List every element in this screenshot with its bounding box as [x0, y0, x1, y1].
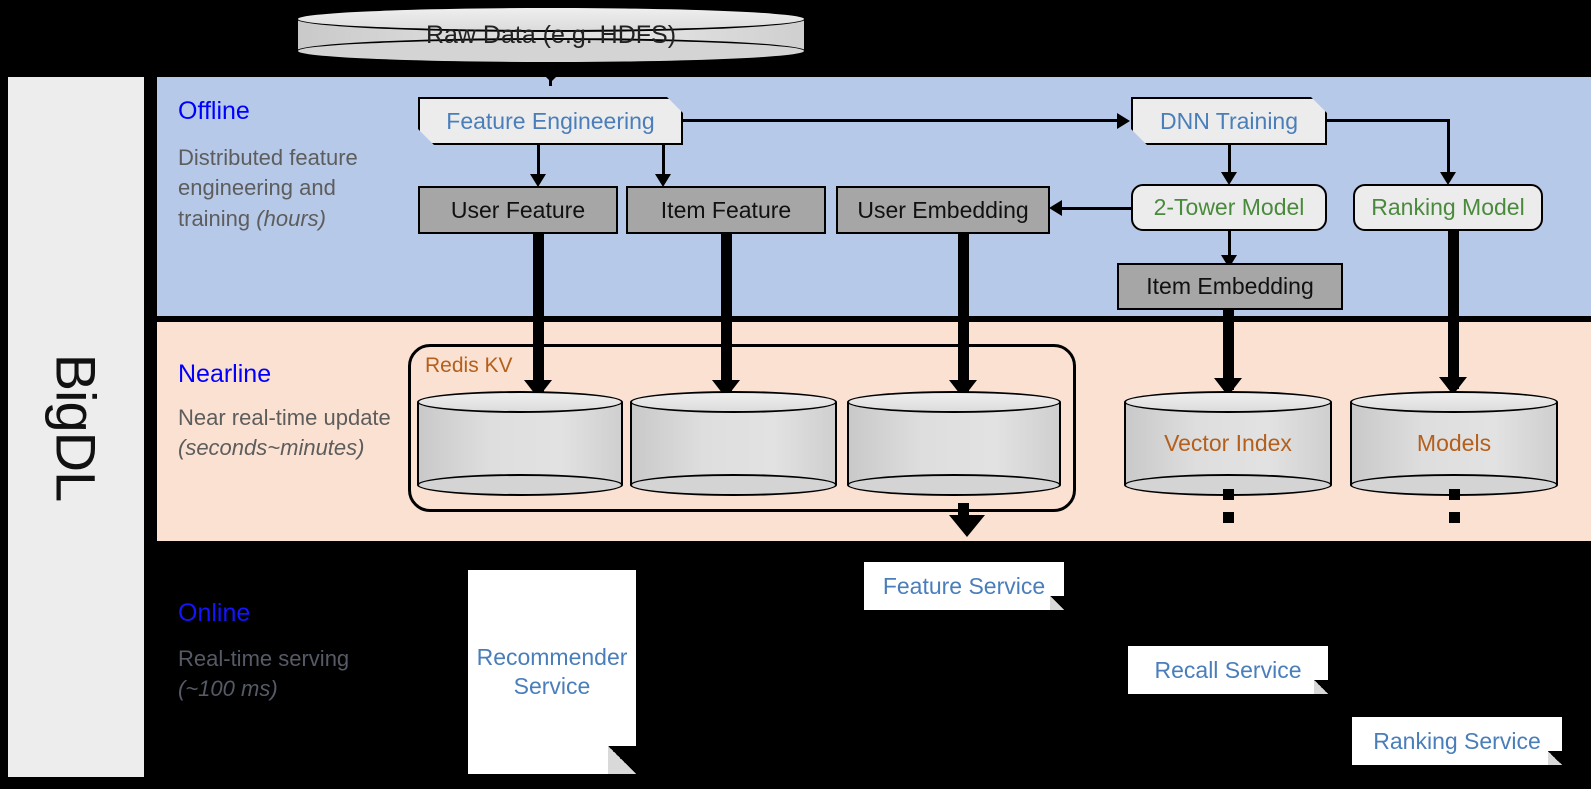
service-feature-label: Feature Service	[882, 572, 1046, 599]
node-item-embedding-label: Item Embedding	[1146, 273, 1314, 299]
raw-data-bottom-ellipse	[296, 38, 806, 64]
page-fold-icon	[1548, 751, 1562, 765]
edge-twotower-itemembedding	[1228, 231, 1231, 261]
node-item-feature-label: Item Feature	[660, 196, 792, 223]
band-offline-desc-main: Distributed feature engineering and trai…	[178, 145, 358, 231]
service-ranking[interactable]: Ranking Service	[1352, 717, 1562, 765]
pipe-userfeature-store	[533, 234, 544, 394]
arrowhead-twotower-userembedding	[1049, 200, 1062, 216]
band-offline-desc: Distributed feature engineering and trai…	[178, 143, 388, 234]
store-vector-index: Vector Index	[1124, 391, 1332, 496]
service-feature[interactable]: Feature Service	[864, 562, 1064, 610]
store-item-feature-top	[630, 391, 837, 413]
service-recommender-label: Recommender Service	[476, 644, 628, 699]
service-recall-label: Recall Service	[1154, 656, 1302, 683]
band-nearline-desc-main: Near real-time update	[178, 405, 391, 430]
store-user-feature	[417, 391, 623, 496]
store-models-top	[1350, 391, 1558, 413]
band-online-desc-main: Real-time serving	[178, 646, 350, 671]
bigdl-label: BigDL	[44, 353, 108, 501]
store-user-embedding-body	[847, 402, 1061, 485]
edge-twotower-userembedding	[1062, 207, 1132, 210]
raw-data-top-ellipse	[296, 6, 806, 32]
band-online-desc-em: (~100 ms)	[178, 676, 278, 702]
arrowhead-dnn-twotower	[1221, 172, 1237, 185]
arrowhead-fe-itemfeature	[655, 174, 671, 187]
band-offline-desc-em: (hours)	[256, 205, 326, 231]
service-recall[interactable]: Recall Service	[1128, 646, 1328, 694]
bigdl-framework-rail: BigDL	[8, 77, 144, 777]
store-user-feature-bottom	[417, 474, 623, 496]
store-item-feature-body	[630, 402, 837, 485]
node-2-tower-model[interactable]: 2-Tower Model	[1131, 184, 1327, 231]
store-models-body	[1350, 402, 1558, 485]
pipe-userembedding-store	[958, 234, 969, 394]
store-models: Models	[1350, 391, 1558, 496]
bigdl-label-wrap: BigDL	[8, 77, 144, 777]
node-dnn-training[interactable]: DNN Training	[1131, 97, 1327, 145]
raw-data-store: Raw Data (e.g. HDFS)	[296, 6, 806, 64]
node-item-embedding[interactable]: Item Embedding	[1117, 263, 1343, 310]
page-fold-icon	[1314, 680, 1328, 694]
band-nearline-title: Nearline	[178, 360, 272, 388]
store-user-embedding-top	[847, 391, 1061, 413]
store-models-label: Models	[1416, 430, 1492, 456]
band-online-desc: Real-time serving (~100 ms)	[178, 644, 378, 705]
pipe-itemfeature-store	[721, 234, 732, 394]
node-user-feature-label: User Feature	[450, 196, 586, 223]
node-feature-engineering-label: Feature Engineering	[446, 107, 655, 134]
node-user-embedding-label: User Embedding	[857, 196, 1029, 223]
redis-kv-label: Redis KV	[425, 354, 513, 377]
node-dnn-training-label: DNN Training	[1159, 107, 1299, 134]
stub-models-2	[1449, 512, 1460, 523]
service-ranking-label: Ranking Service	[1373, 727, 1541, 754]
band-offline-title: Offline	[178, 97, 250, 125]
edge-dnn-ranking-v	[1447, 119, 1450, 175]
arrowhead-rawdata-fe	[531, 62, 571, 82]
store-user-feature-body	[417, 402, 623, 485]
node-2-tower-model-label: 2-Tower Model	[1153, 194, 1305, 220]
stub-redis-featureservice	[958, 503, 969, 517]
edge-fe-userfeature	[537, 145, 540, 179]
store-item-feature	[630, 391, 837, 496]
node-user-feature[interactable]: User Feature	[418, 186, 618, 234]
stub-models-1	[1449, 489, 1460, 500]
store-user-embedding	[847, 391, 1061, 496]
stub-vectorindex-1	[1223, 489, 1234, 500]
band-nearline-desc: Near real-time update (seconds~minutes)	[178, 403, 408, 464]
store-vector-index-label: Vector Index	[1164, 430, 1292, 456]
redis-kv-group	[408, 344, 1076, 512]
store-vector-index-body	[1124, 402, 1332, 485]
band-online-title: Online	[178, 599, 251, 627]
pipe-rankingmodel-models	[1448, 231, 1459, 389]
node-ranking-model-label: Ranking Model	[1371, 194, 1525, 220]
edge-fe-itemfeature	[662, 145, 665, 179]
arrowhead-fe-dnn	[1117, 113, 1130, 129]
store-vector-index-top	[1124, 391, 1332, 413]
page-fold-icon	[1050, 596, 1064, 610]
edge-dnn-ranking-h	[1327, 119, 1449, 122]
edge-fe-dnn	[683, 119, 1118, 122]
service-recommender[interactable]: Recommender Service	[468, 570, 636, 774]
node-item-feature[interactable]: Item Feature	[626, 186, 826, 234]
node-feature-engineering[interactable]: Feature Engineering	[418, 97, 683, 145]
arrowhead-redis-featureservice	[949, 515, 985, 537]
edge-dnn-twotower	[1228, 145, 1231, 177]
arrowhead-fe-userfeature	[530, 174, 546, 187]
node-user-embedding[interactable]: User Embedding	[836, 186, 1050, 234]
arrowhead-dnn-ranking	[1440, 172, 1456, 185]
page-fold-icon	[608, 746, 636, 774]
stub-vectorindex-2	[1223, 512, 1234, 523]
store-item-feature-bottom	[630, 474, 837, 496]
pipe-itemembedding-vectorindex	[1223, 310, 1234, 390]
band-nearline-desc-em: (seconds~minutes)	[178, 435, 365, 461]
raw-data-label: Raw Data (e.g. HDFS)	[425, 20, 677, 49]
store-user-feature-top	[417, 391, 623, 413]
node-ranking-model[interactable]: Ranking Model	[1353, 184, 1543, 231]
store-user-embedding-bottom	[847, 474, 1061, 496]
